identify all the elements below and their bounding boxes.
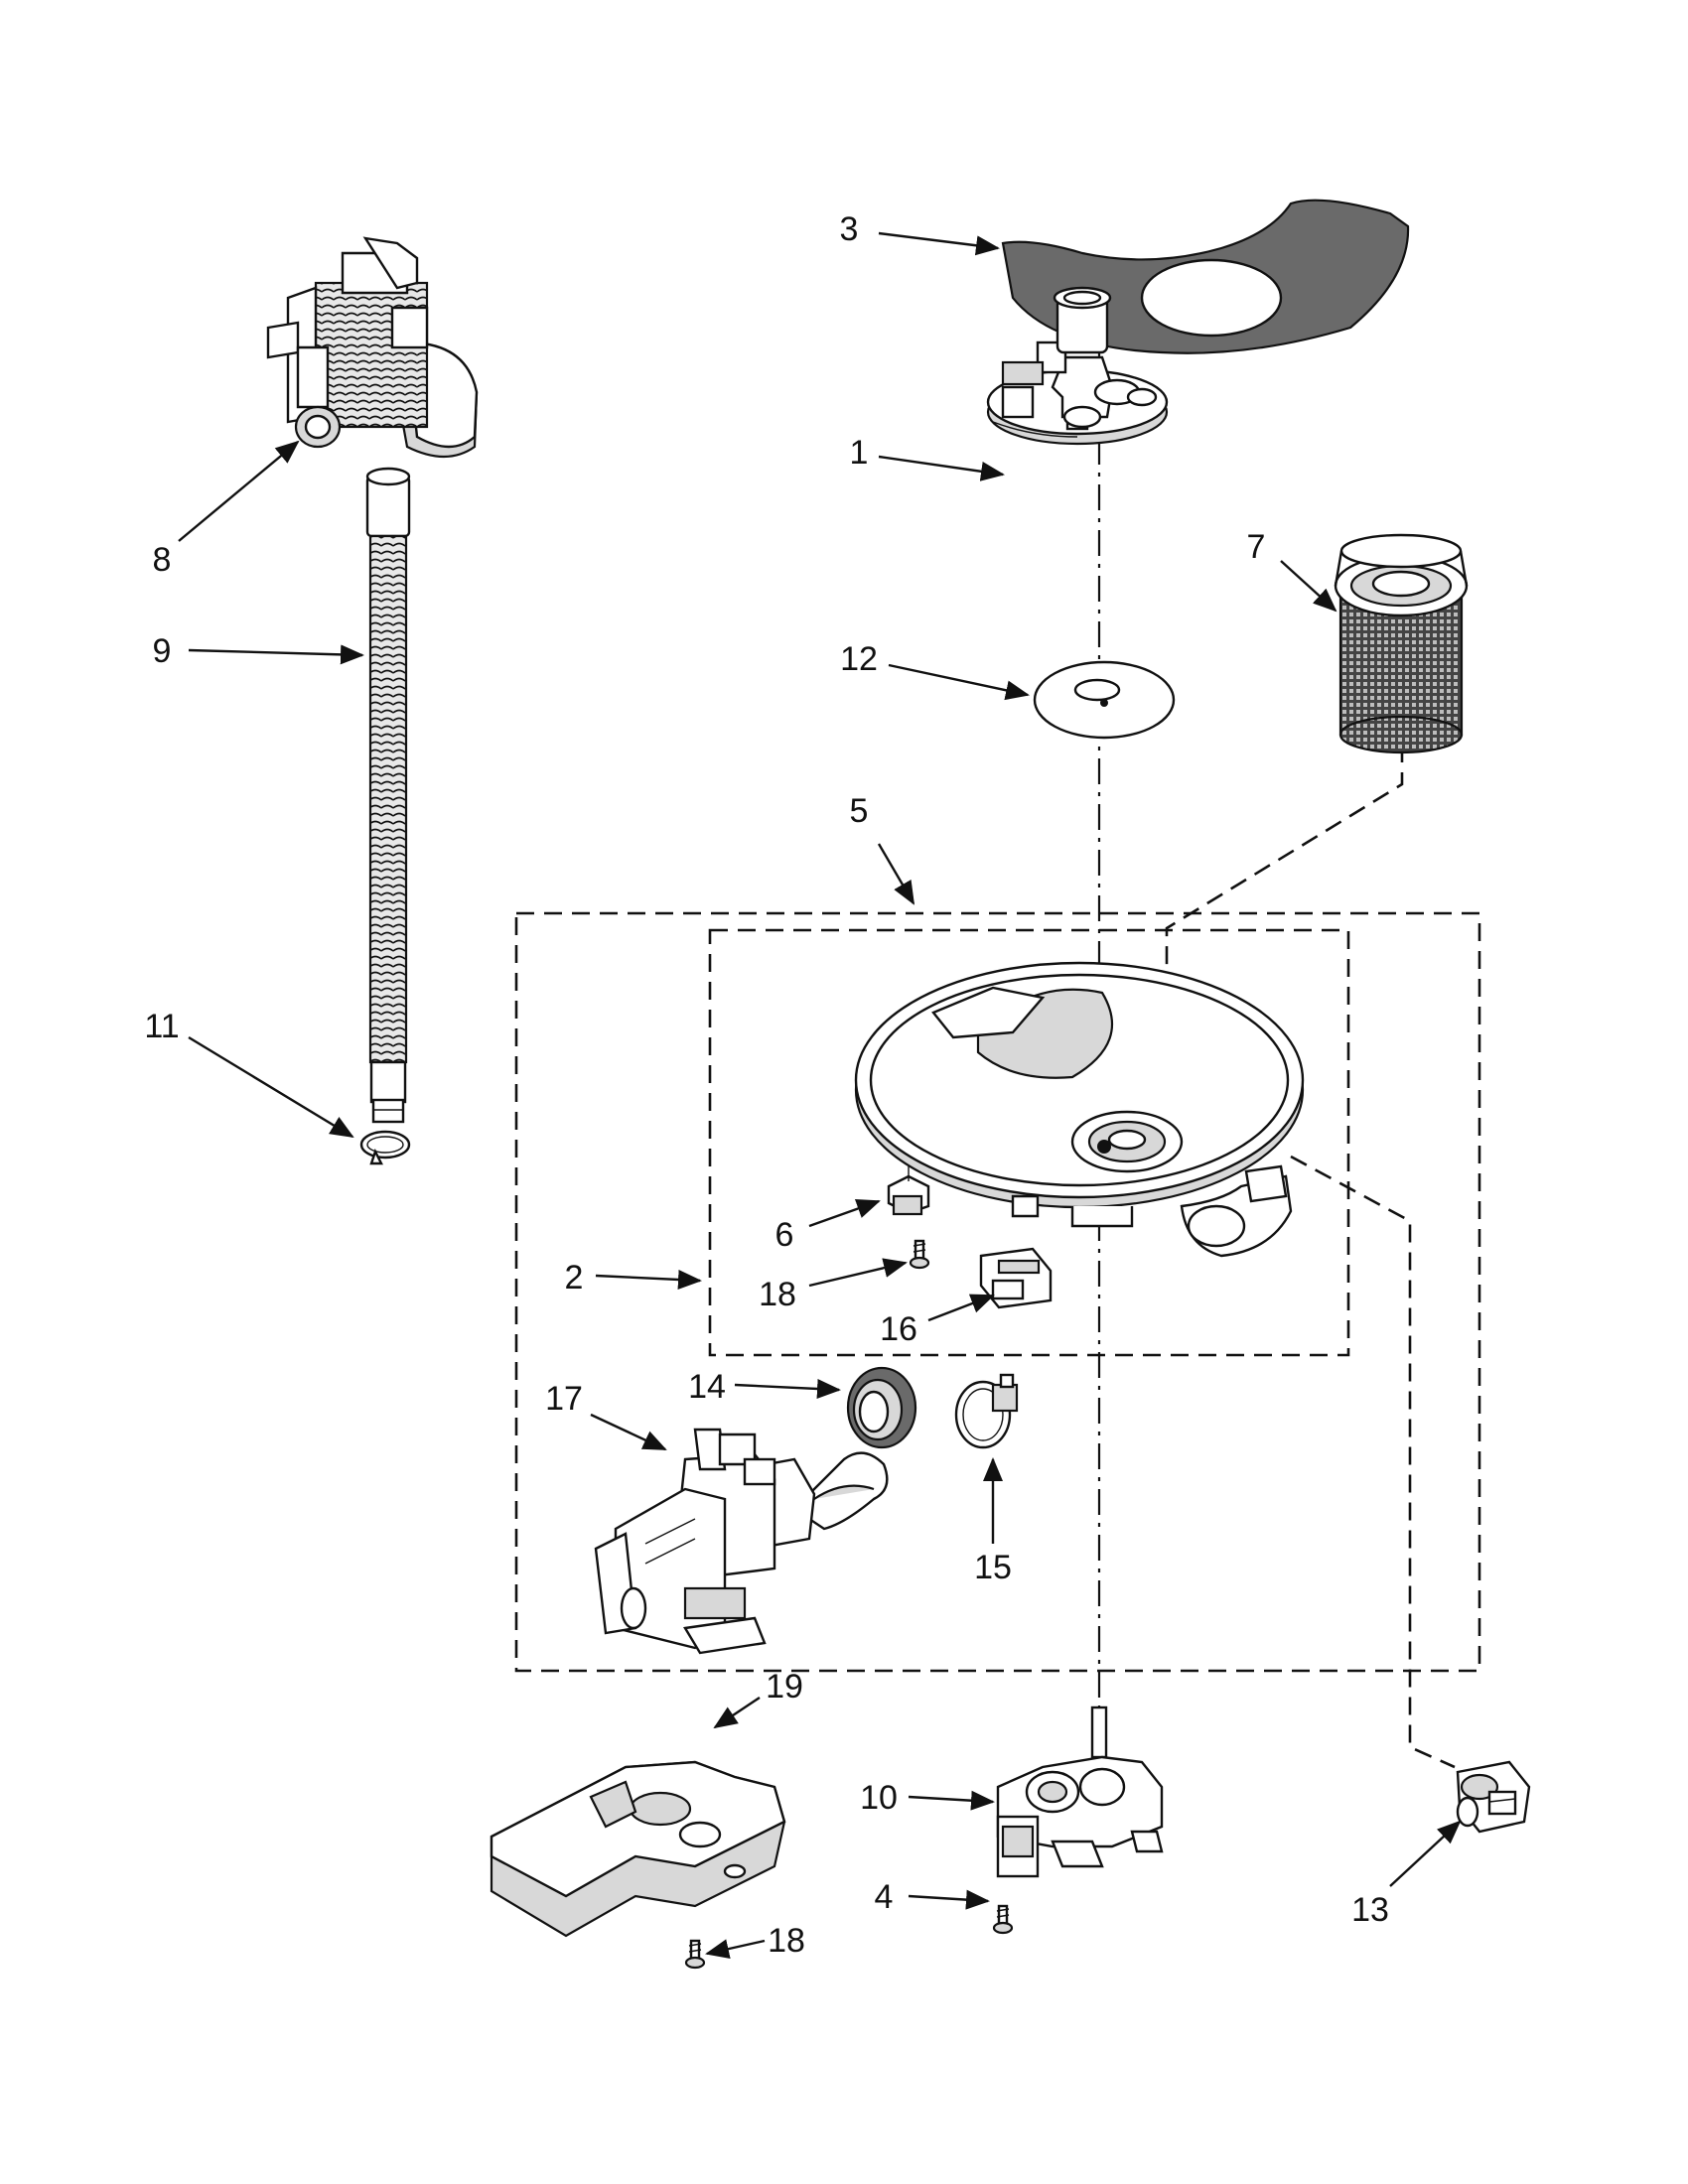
leader-11: [188, 1035, 354, 1139]
leader-1: [878, 455, 1005, 481]
part-2-sump-assembly[interactable]: [854, 961, 1305, 1258]
part-17-circulation-pump[interactable]: [594, 1428, 889, 1655]
part-13-sensor[interactable]: [1456, 1760, 1531, 1834]
leader-18-upper: [808, 1258, 908, 1288]
leader-13: [1389, 1820, 1462, 1887]
part-6-bracket[interactable]: [887, 1166, 930, 1216]
callout-7: 7: [1247, 528, 1266, 566]
part-15-hose-clamp[interactable]: [954, 1373, 1019, 1449]
part-10-diverter-motor[interactable]: [996, 1706, 1164, 1878]
leader-8: [178, 440, 300, 542]
callout-1: 1: [850, 434, 869, 472]
callout-9: 9: [153, 632, 172, 670]
callout-11: 11: [144, 1008, 179, 1045]
callout-17: 17: [545, 1380, 583, 1418]
part-1-chopper-assembly[interactable]: [986, 286, 1169, 446]
callout-12: 12: [840, 640, 878, 678]
leader-2: [595, 1269, 702, 1290]
callout-18-lower: 18: [768, 1922, 805, 1960]
callout-15: 15: [974, 1549, 1012, 1586]
part-8-drain-pump[interactable]: [266, 236, 479, 458]
part-12-disc[interactable]: [1033, 660, 1176, 740]
part-19-cover[interactable]: [490, 1760, 786, 1938]
leader-3: [878, 231, 1000, 256]
leader-17: [590, 1413, 667, 1451]
leader-5: [877, 843, 915, 905]
assembly-2-outline: [708, 928, 1350, 1357]
part-18-screw-upper[interactable]: [909, 1239, 930, 1270]
callout-6: 6: [775, 1216, 794, 1254]
callout-19: 19: [766, 1668, 803, 1706]
sensor-axis-line: [1290, 1155, 1456, 1769]
filter-axis-line: [1165, 745, 1404, 1181]
leader-10: [908, 1790, 995, 1811]
callout-10: 10: [860, 1779, 898, 1817]
leader-14: [734, 1378, 841, 1399]
callout-14: 14: [688, 1368, 726, 1406]
part-7-filter[interactable]: [1334, 533, 1469, 754]
part-4-screw[interactable]: [992, 1904, 1014, 1935]
part-14-seal[interactable]: [846, 1366, 917, 1449]
leader-6: [808, 1198, 881, 1228]
leader-16: [927, 1294, 995, 1322]
part-18-screw-lower[interactable]: [684, 1939, 706, 1970]
leader-4: [908, 1889, 990, 1910]
leader-9: [188, 644, 364, 665]
callout-18-upper: 18: [759, 1276, 796, 1313]
part-9-drain-hose[interactable]: [365, 467, 411, 1124]
callout-2: 2: [565, 1259, 584, 1297]
callout-5: 5: [850, 792, 869, 830]
callout-4: 4: [875, 1878, 894, 1916]
callout-3: 3: [840, 210, 859, 248]
callout-8: 8: [153, 541, 172, 579]
callout-16: 16: [880, 1310, 917, 1348]
part-16-connector[interactable]: [979, 1247, 1053, 1309]
part-11-clamp[interactable]: [359, 1130, 411, 1165]
leader-7: [1280, 560, 1337, 613]
leader-19: [713, 1697, 761, 1729]
leader-12: [888, 663, 1030, 701]
callout-13: 13: [1351, 1891, 1389, 1929]
assembly-5-outline: [514, 911, 1481, 1673]
leader-18-lower: [705, 1939, 766, 1959]
